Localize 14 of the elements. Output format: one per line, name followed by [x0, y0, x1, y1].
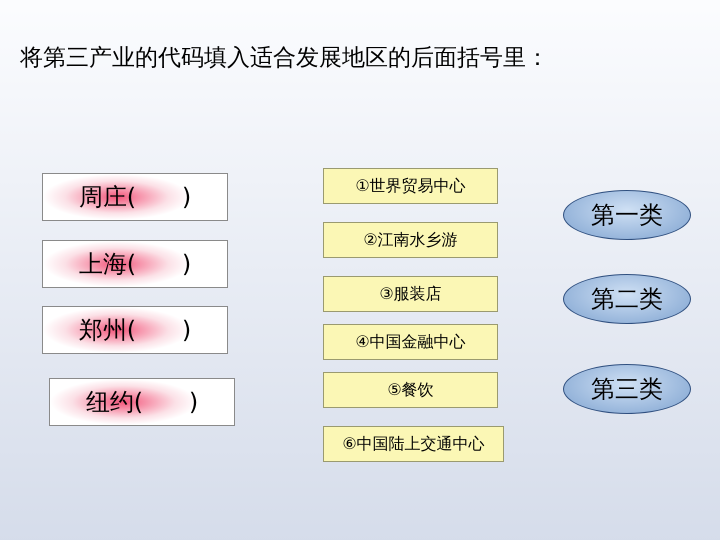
option-box: ⑥中国陆上交通中心	[323, 426, 504, 462]
option-box: ②江南水乡游	[323, 222, 498, 258]
option-box: ③服装店	[323, 276, 498, 312]
place-box: 郑州( )	[42, 306, 228, 354]
category-ellipse: 第一类	[563, 190, 691, 240]
option-box: ⑤餐饮	[323, 372, 498, 408]
category-ellipse: 第二类	[563, 274, 691, 324]
option-box: ①世界贸易中心	[323, 168, 498, 204]
category-ellipse: 第三类	[563, 364, 691, 414]
place-box: 纽约( )	[49, 378, 235, 426]
slide-title: 将第三产业的代码填入适合发展地区的后面括号里：	[20, 44, 549, 73]
option-box: ④中国金融中心	[323, 324, 498, 360]
place-box: 上海( )	[42, 240, 228, 288]
place-box: 周庄( )	[42, 173, 228, 221]
